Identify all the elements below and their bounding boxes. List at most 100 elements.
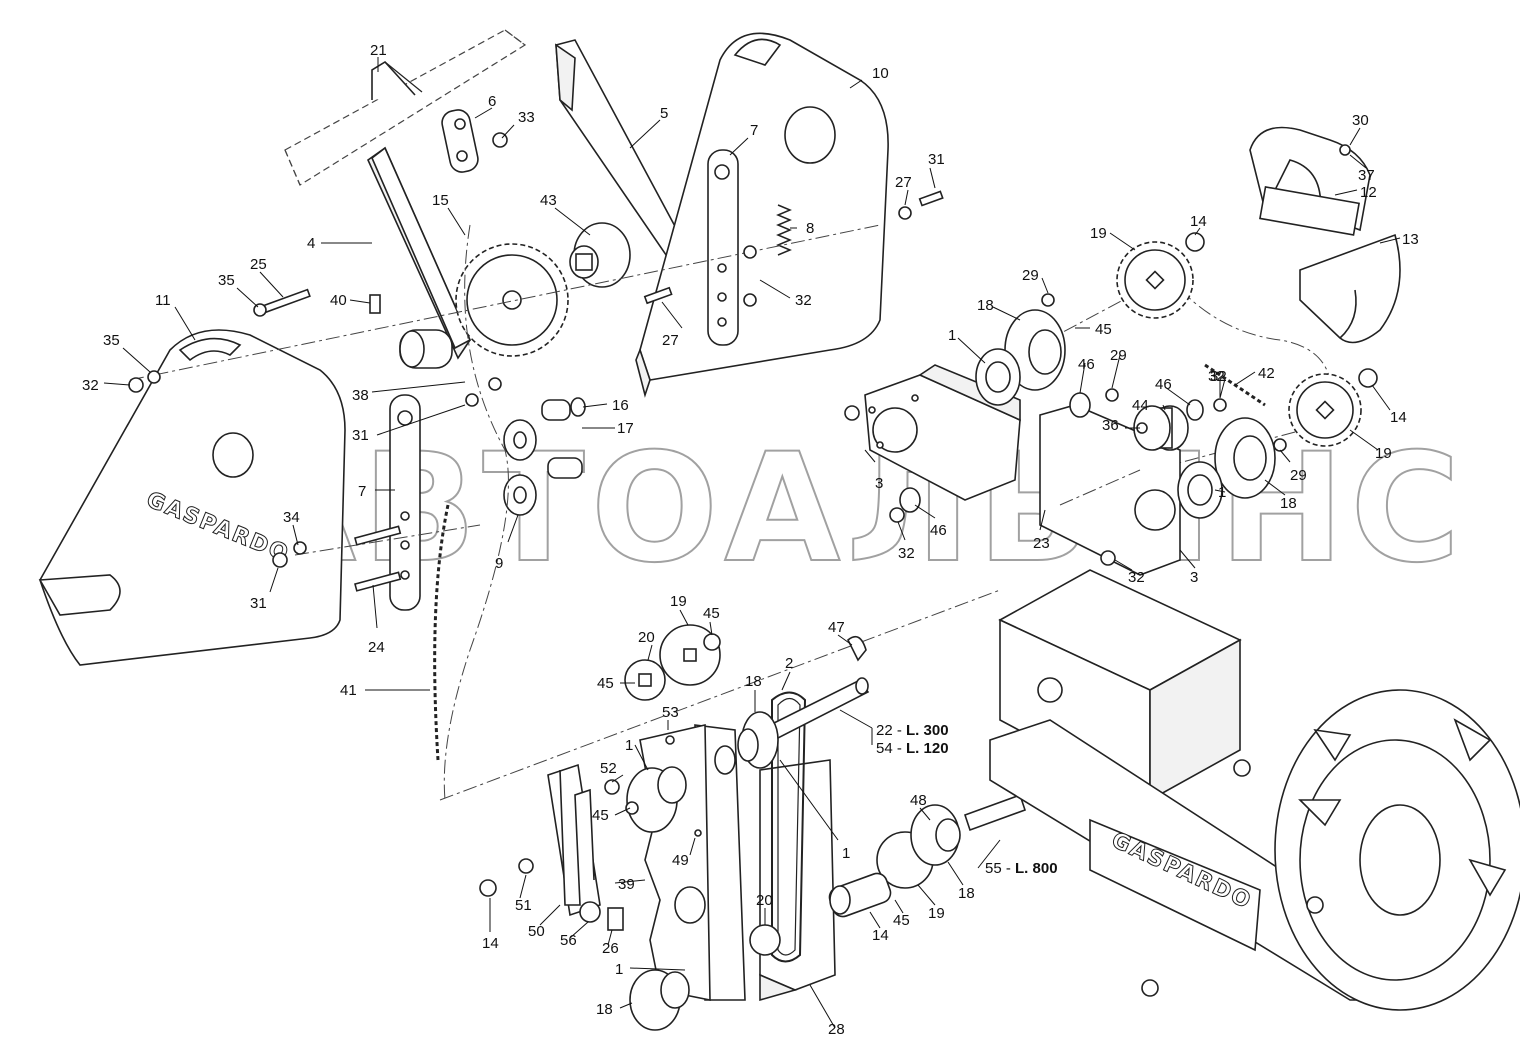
callout-label: 4 bbox=[307, 235, 315, 252]
callout-label: 19 bbox=[1375, 445, 1392, 462]
callout-label: 14 bbox=[1190, 213, 1207, 230]
callout-label: 19 bbox=[1090, 225, 1107, 242]
mounting-bracket-left bbox=[864, 364, 1021, 501]
callout-label: 30 bbox=[1352, 112, 1369, 129]
callout-label: 32 bbox=[795, 292, 812, 309]
callout-label: 20 bbox=[756, 892, 773, 909]
chain-guard-12 bbox=[1249, 126, 1371, 236]
callout-label: 25 bbox=[250, 256, 267, 273]
callout-label: 1 bbox=[948, 327, 956, 344]
callout-label: 19 bbox=[670, 593, 687, 610]
tension-link-upper bbox=[707, 149, 739, 346]
press-wheel bbox=[1274, 689, 1520, 1011]
callout-label: 29 bbox=[1290, 467, 1307, 484]
length-note-length: L. 120 bbox=[906, 740, 949, 757]
callout-label: 8 bbox=[806, 220, 814, 237]
callout-label: 7 bbox=[750, 122, 758, 139]
callout-label: 2 bbox=[785, 655, 793, 672]
length-note-length: L. 800 bbox=[1015, 860, 1058, 877]
cover-part bbox=[635, 32, 889, 398]
length-note-54: 54 - L. 120 bbox=[876, 740, 949, 757]
callout-label: 1 bbox=[1218, 484, 1226, 501]
callout-label: 1 bbox=[842, 845, 850, 862]
callout-label: 3 bbox=[875, 475, 883, 492]
drive-shaft-22 bbox=[768, 635, 870, 740]
callout-label: 46 bbox=[1155, 376, 1172, 393]
length-note-ref: 55 - bbox=[985, 860, 1015, 877]
length-note-ref: 22 - bbox=[876, 722, 906, 739]
callout-label: 34 bbox=[283, 509, 300, 526]
callout-label: 45 bbox=[893, 912, 910, 929]
callout-label: 49 bbox=[672, 852, 689, 869]
callout-label: 36 bbox=[1102, 417, 1119, 434]
callout-label: 20 bbox=[638, 629, 655, 646]
callout-label: 1 bbox=[615, 961, 623, 978]
bearing-hub-part bbox=[569, 222, 631, 288]
callout-label: 31 bbox=[352, 427, 369, 444]
callout-label: 3 bbox=[1190, 569, 1198, 586]
callout-label: 16 bbox=[612, 397, 629, 414]
callout-label: 18 bbox=[745, 673, 762, 690]
callout-label: 42 bbox=[1258, 365, 1275, 382]
callout-label: 12 bbox=[1360, 184, 1377, 201]
callout-label: 9 bbox=[495, 555, 503, 572]
callout-label: 32 bbox=[1128, 569, 1145, 586]
callout-label: 56 bbox=[560, 932, 577, 949]
callout-label: 18 bbox=[958, 885, 975, 902]
callout-label: 14 bbox=[872, 927, 889, 944]
drive-chain-part bbox=[433, 504, 450, 761]
callout-label: 29 bbox=[1110, 347, 1127, 364]
callout-label: 14 bbox=[1390, 409, 1407, 426]
callout-label: 24 bbox=[368, 639, 385, 656]
callout-label: 19 bbox=[928, 905, 945, 922]
callout-label: 39 bbox=[618, 876, 635, 893]
holder-50 bbox=[547, 763, 601, 917]
callout-label: 45 bbox=[1095, 321, 1112, 338]
leader-lines bbox=[103, 57, 1401, 1029]
chain-case-39 bbox=[639, 723, 746, 1001]
shaft-55 bbox=[963, 793, 1027, 832]
tension-link-lower bbox=[389, 394, 421, 611]
callout-label: 45 bbox=[597, 675, 614, 692]
callout-label: 32 bbox=[1208, 368, 1225, 385]
chain-guard-13 bbox=[1299, 233, 1401, 344]
drive-belt-2 bbox=[771, 691, 807, 963]
callout-label: 17 bbox=[617, 420, 634, 437]
callout-label: 46 bbox=[1078, 356, 1095, 373]
callout-label: 10 bbox=[872, 65, 889, 82]
callout-label: 21 bbox=[370, 42, 387, 59]
callout-label: 27 bbox=[662, 332, 679, 349]
callout-label: 46 bbox=[930, 522, 947, 539]
callout-label: 41 bbox=[340, 682, 357, 699]
callout-label: 44 bbox=[1132, 397, 1149, 414]
callout-label: 43 bbox=[540, 192, 557, 209]
callout-label: 52 bbox=[600, 760, 617, 777]
callout-label: 32 bbox=[898, 545, 915, 562]
callout-label: 26 bbox=[602, 940, 619, 957]
flange-bearing-set-upper bbox=[975, 309, 1276, 519]
callout-label: 13 bbox=[1402, 231, 1419, 248]
callout-label: 28 bbox=[828, 1021, 845, 1038]
callout-label: 14 bbox=[482, 935, 499, 952]
callout-labels: 21 6 33 5 10 7 43 15 4 8 31 27 25 35 40 … bbox=[82, 42, 1419, 1038]
callout-label: 6 bbox=[488, 93, 496, 110]
callout-label: 1 bbox=[625, 737, 633, 754]
callout-label: 38 bbox=[352, 387, 369, 404]
callout-label: 31 bbox=[250, 595, 267, 612]
callout-label: 45 bbox=[703, 605, 720, 622]
callout-label: 33 bbox=[518, 109, 535, 126]
callout-label: 29 bbox=[1022, 267, 1039, 284]
spring-part bbox=[776, 204, 792, 256]
callout-label: 18 bbox=[1280, 495, 1297, 512]
callout-label: 27 bbox=[895, 174, 912, 191]
coupling-lower bbox=[828, 872, 892, 918]
fastener-set bbox=[128, 132, 1378, 997]
plate-part bbox=[441, 109, 479, 173]
callout-label: 35 bbox=[218, 272, 235, 289]
callout-label: 50 bbox=[528, 923, 545, 940]
callout-label: 18 bbox=[977, 297, 994, 314]
idler-assembly bbox=[503, 397, 586, 516]
bracket-part bbox=[366, 146, 472, 369]
